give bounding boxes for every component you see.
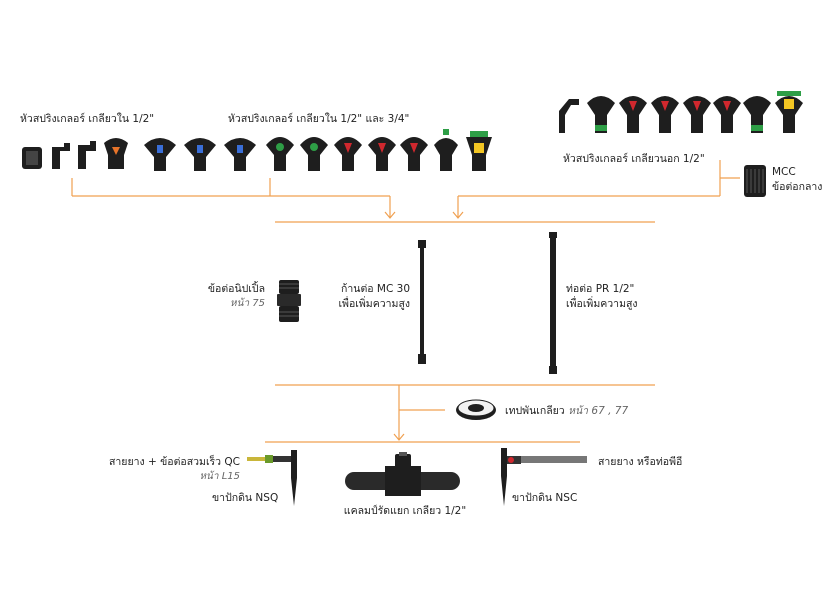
sprinkler-row-group-a (22, 138, 128, 169)
label-group-c: หัวสปริงเกลอร์ เกลียวนอก 1/2" (563, 153, 705, 165)
label-pr-line2: เพื่อเพิ่มความสูง (566, 298, 638, 310)
mc30-riser-rod-icon (418, 240, 426, 364)
sprinkler-angle-head-icon (559, 99, 579, 133)
label-tape-row: เทปพันเกลียว หน้า 67 , 77 (505, 404, 628, 418)
sprinkler-rotor-green-icon (434, 129, 458, 171)
sprinkler-row-group-c (559, 91, 803, 133)
sprinkler-rotor-red-icon (683, 96, 711, 133)
sprinkler-angle-head-icon (78, 141, 96, 169)
sprinkler-rotor-red-icon (368, 137, 396, 171)
pr-riser-pipe-icon (549, 232, 557, 374)
label-nsc: ขาปักดิน NSC (512, 492, 578, 504)
label-clamp: แคลมป์รัดแยก เกลียว 1/2" (343, 505, 467, 517)
sprinkler-rotor-yellow-icon (466, 131, 492, 171)
saddle-clamp-icon (345, 452, 460, 496)
label-hose-qc-page: หน้า L15 (199, 471, 240, 482)
sprinkler-rotor-yellow-icon (775, 91, 803, 133)
label-group-b: หัวสปริงเกลอร์ เกลียวใน 1/2" และ 3/4" (228, 113, 410, 125)
sprinkler-rotor-blue-icon (144, 138, 176, 171)
label-mc30-line1: ก้านต่อ MC 30 (341, 283, 410, 295)
label-tape-page: หน้า 67 , 77 (568, 405, 629, 417)
sprinkler-rotor-red-icon (651, 96, 679, 133)
mcc-coupler-icon (744, 165, 766, 197)
label-hose-pe: สายยาง หรือท่อพีอี (598, 456, 683, 468)
sprinkler-rotor-green-icon (300, 137, 328, 171)
sprinkler-rotor-green-icon (266, 137, 294, 171)
thread-tape-icon (456, 399, 496, 420)
label-nipple: ข้อต่อนิปเปิ้ล (207, 283, 265, 295)
sprinkler-rotor-red-icon (713, 96, 741, 133)
sprinkler-rotor-green-icon (587, 96, 615, 133)
label-mcc-desc: ข้อต่อกลาง (772, 181, 823, 193)
nsq-ground-stake-icon (247, 450, 297, 506)
sprinkler-rotor-red-icon (334, 137, 362, 171)
label-mc30-line2: เพื่อเพิ่มความสูง (338, 298, 410, 310)
label-hose-qc: สายยาง + ข้อต่อสวมเร็ว QC (109, 456, 240, 468)
label-tape: เทปพันเกลียว (505, 405, 565, 417)
label-nipple-page: หน้า 75 (230, 298, 265, 309)
label-group-a: หัวสปริงเกลอร์ เกลียวใน 1/2" (20, 113, 155, 125)
nipple-fitting-icon (277, 280, 301, 322)
sprinkler-rotor-red-icon (619, 96, 647, 133)
sprinkler-row-group-b (144, 129, 492, 171)
label-pr-line1: ท่อต่อ PR 1/2" (566, 283, 635, 295)
sprinkler-angle-head-icon (52, 143, 70, 169)
sprinkler-rotor-blue-icon (184, 138, 216, 171)
sprinkler-rotor-black-icon (743, 96, 771, 133)
sprinkler-rotor-red-icon (400, 137, 428, 171)
sprinkler-rotor-blue-icon (224, 138, 256, 171)
label-mcc-title: MCC (772, 166, 796, 178)
nsc-ground-stake-icon (501, 448, 587, 506)
label-nsq: ขาปักดิน NSQ (212, 492, 279, 504)
